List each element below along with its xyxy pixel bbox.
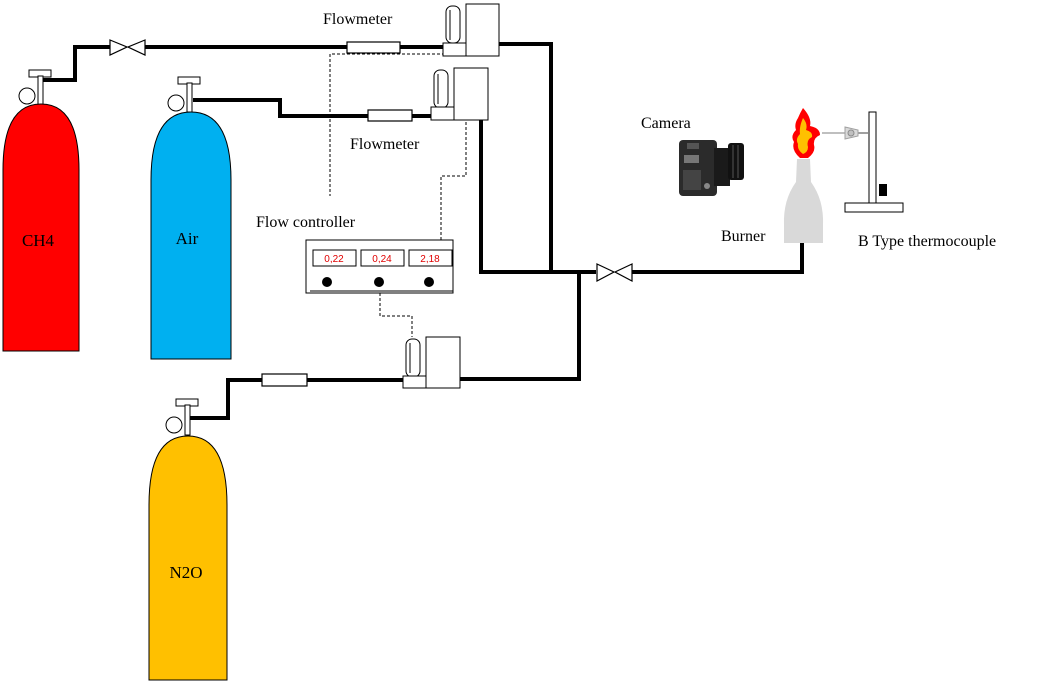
thermocouple-label: B Type thermocouple [858,233,996,250]
flowmeter-3 [402,336,461,389]
camera-icon [679,140,744,196]
controller-display-2-value: 0,24 [372,254,392,265]
flowmeter-1 [442,3,500,57]
controller-knob-2[interactable] [374,277,384,287]
signal-line-flowmeter1 [329,53,445,196]
valve-ch4-line[interactable] [109,39,146,56]
n2o-label: N2O [169,563,202,582]
filter-n2o [261,373,308,387]
filter-ch4 [346,41,401,54]
burner [783,159,824,243]
n2o-pipe [188,378,404,420]
controller-display-3 [408,249,453,267]
air-pipe [193,98,433,118]
filter-air [367,109,413,122]
air-cylinder: Air [150,76,232,360]
flowmeter-top-label: Flowmeter [323,11,393,28]
burner-body [783,159,824,243]
pipes [40,42,804,420]
ch4-label: CH4 [22,231,55,250]
flame-icon [792,108,820,158]
flowmeter1-outlet-pipe [498,42,553,272]
thermocouple-stand [822,111,904,213]
n2o-cylinder: N2O [148,398,228,681]
ch4-cylinder: CH4 [2,69,80,352]
controller-knob-1[interactable] [322,277,332,287]
flowmeter3-outlet-pipe [460,272,581,381]
controller-display-3-value: 2,18 [420,254,440,265]
signal-lines [329,53,467,337]
flowmeter-2 [430,67,489,121]
air-label: Air [176,229,199,248]
camera-label: Camera [641,115,691,132]
flowmeter2-outlet-pipe [479,120,596,274]
flow-controller-label: Flow controller [256,214,356,231]
signal-line-flowmeter2 [440,122,467,240]
air-cylinder-body [150,111,232,360]
flow-controller: 0,22 0,24 2,18 [305,239,454,294]
flowmeter-mid-label: Flowmeter [350,136,420,153]
controller-display-1 [312,249,357,267]
n2o-cylinder-body [148,435,228,681]
burner-label: Burner [721,228,766,245]
valve-burner-line[interactable] [596,263,633,282]
controller-display-1-value: 0,22 [324,254,344,265]
controller-knob-3[interactable] [424,277,434,287]
signal-line-flowmeter3 [379,293,413,337]
controller-display-2 [360,249,405,267]
ch4-pipe [40,45,445,82]
burner-feed-pipe [632,242,804,274]
ch4-cylinder-body [2,103,80,352]
